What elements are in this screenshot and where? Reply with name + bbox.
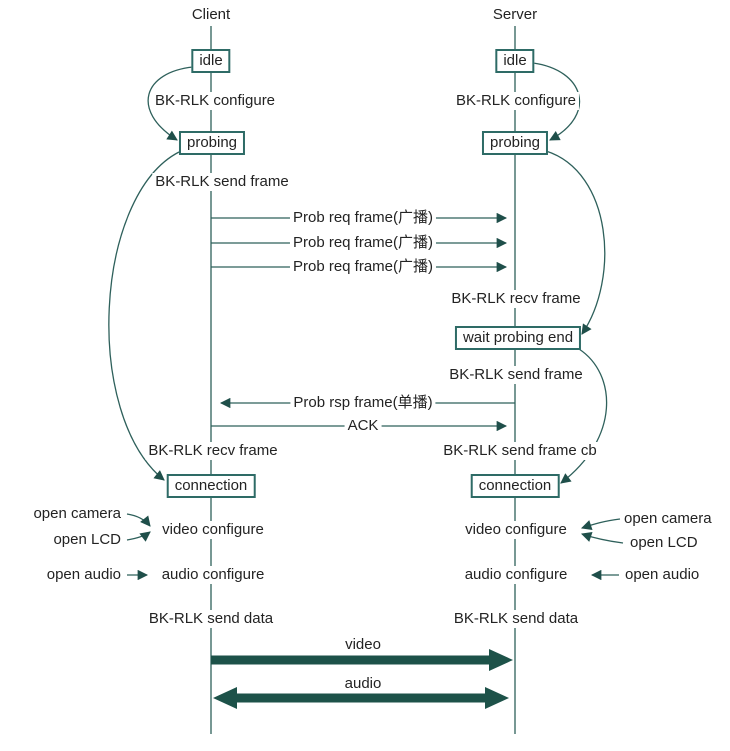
video-stream-label: video bbox=[345, 636, 381, 653]
server-open-lcd-label: open LCD bbox=[630, 534, 698, 551]
server-send-data-label: BK-RLK send data bbox=[450, 610, 582, 628]
ack-label: ACK bbox=[344, 417, 382, 435]
server-open-audio-label: open audio bbox=[625, 566, 700, 583]
server-wait-probing-end-state: wait probing end bbox=[454, 326, 582, 350]
server-audio-configure-label: audio configure bbox=[461, 566, 571, 584]
client-audio-configure-label: audio configure bbox=[158, 566, 268, 584]
client-video-configure-label: video configure bbox=[159, 521, 267, 539]
server-open-camera-label: open camera bbox=[624, 510, 712, 527]
server-probing-state: probing bbox=[481, 131, 549, 155]
client-idle-state: idle bbox=[191, 49, 231, 73]
client-recv-frame-label: BK-RLK recv frame bbox=[145, 442, 281, 460]
client-open-camera-label: open camera bbox=[33, 505, 121, 522]
server-idle-state: idle bbox=[495, 49, 535, 73]
client-open-lcd-arrow bbox=[126, 531, 151, 542]
server-connection-state: connection bbox=[470, 474, 560, 498]
server-header: Server bbox=[492, 6, 538, 23]
server-video-configure-label: video configure bbox=[462, 521, 570, 539]
audio-stream-label: audio bbox=[344, 675, 382, 692]
client-open-audio-label: open audio bbox=[46, 566, 121, 583]
server-wait-to-connection-curve bbox=[560, 348, 608, 484]
client-open-lcd-label: open LCD bbox=[53, 531, 121, 548]
client-send-data-label: BK-RLK send data bbox=[145, 610, 277, 628]
client-probing-to-connection-curve bbox=[108, 151, 180, 481]
server-send-frame-cb-label: BK-RLK send frame cb bbox=[440, 442, 600, 460]
prob-req-label-2: Prob req frame(广播) bbox=[289, 234, 437, 252]
server-configure-label: BK-RLK configure bbox=[452, 92, 580, 110]
client-probing-state: probing bbox=[178, 131, 246, 155]
client-configure-label: BK-RLK configure bbox=[151, 92, 279, 110]
client-connection-state: connection bbox=[166, 474, 256, 498]
server-send-frame-label: BK-RLK send frame bbox=[446, 366, 586, 384]
audio-stream-arrow bbox=[213, 687, 509, 709]
client-send-frame-label: BK-RLK send frame bbox=[152, 173, 292, 191]
server-open-lcd-arrow bbox=[581, 532, 624, 544]
client-idle-to-probing-curve bbox=[147, 66, 194, 141]
prob-req-label-1: Prob req frame(广播) bbox=[289, 209, 437, 227]
server-probing-to-wait-curve bbox=[545, 150, 606, 335]
client-open-camera-arrow bbox=[126, 513, 151, 527]
client-header: Client bbox=[191, 6, 231, 23]
prob-rsp-label: Prob rsp frame(单播) bbox=[290, 394, 436, 412]
server-open-camera-arrow bbox=[581, 518, 621, 530]
video-stream-arrow bbox=[211, 649, 513, 671]
prob-req-label-3: Prob req frame(广播) bbox=[289, 258, 437, 276]
server-recv-frame-label: BK-RLK recv frame bbox=[448, 290, 584, 308]
